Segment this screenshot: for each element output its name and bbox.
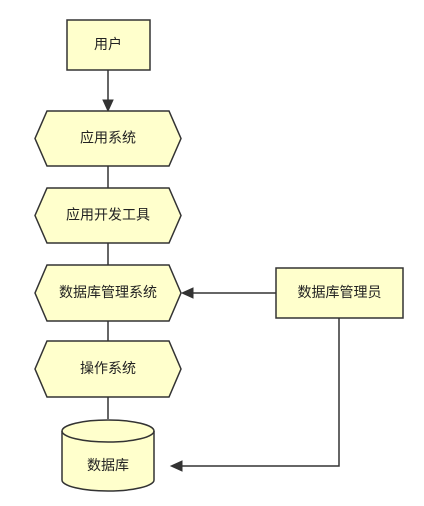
- node-dba: 数据库管理员: [275, 267, 404, 319]
- node-dbms-label: 数据库管理系统: [59, 285, 157, 301]
- node-dba-box: [275, 267, 404, 319]
- arrowhead-dbms: [180, 287, 194, 299]
- arrowhead-database: [169, 460, 183, 472]
- node-app-system-label: 应用系统: [80, 130, 136, 147]
- node-app-system-shape: [34, 110, 182, 167]
- node-database: 数据库: [61, 419, 155, 492]
- node-dev-tools: 应用开发工具: [34, 187, 182, 244]
- edge-dba-to-database: [181, 318, 340, 467]
- node-os-label: 操作系统: [80, 361, 136, 377]
- node-dbms-shape: [34, 264, 182, 322]
- node-database-label: 数据库: [87, 458, 129, 474]
- node-dbms: 数据库管理系统: [34, 264, 182, 322]
- edges: [102, 70, 340, 472]
- node-user-label: 用户: [94, 36, 122, 53]
- arrowhead-app-system: [102, 99, 114, 113]
- node-user: 用户: [66, 19, 151, 71]
- node-os-shape: [34, 340, 182, 398]
- node-dev-tools-shape: [34, 187, 182, 244]
- node-user-box: [66, 19, 151, 71]
- node-app-system: 应用系统: [34, 110, 182, 167]
- node-database-body: [61, 419, 155, 492]
- node-database-top-rim: [61, 430, 155, 443]
- node-dev-tools-label: 应用开发工具: [66, 207, 150, 224]
- node-os: 操作系统: [34, 340, 182, 398]
- node-dba-label: 数据库管理员: [298, 285, 382, 301]
